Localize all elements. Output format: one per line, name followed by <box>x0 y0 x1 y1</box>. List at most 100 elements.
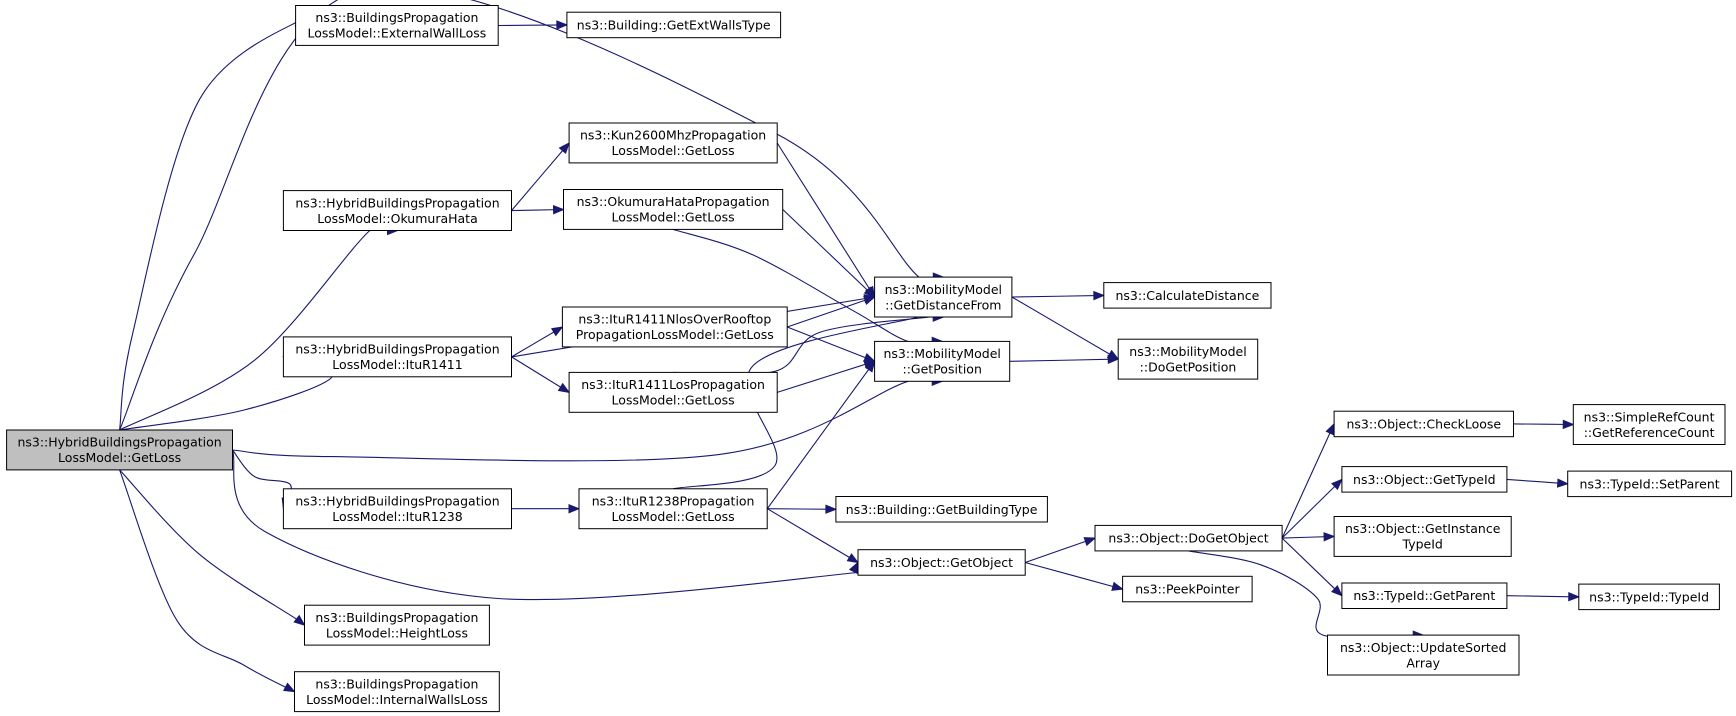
call-edge-okuhybrid-to-okuloss <box>511 204 565 215</box>
node-label-line: ns3::Object::GetInstance <box>1345 521 1501 536</box>
node-root[interactable]: ns3::HybridBuildingsPropagationLossModel… <box>6 429 233 471</box>
node-itunlos[interactable]: ns3::ItuR1411NlosOverRooftopPropagationL… <box>561 306 788 348</box>
call-edge-dogetobject-to-getinstancetypeid <box>1282 532 1336 542</box>
node-box <box>1333 516 1512 557</box>
node-okuloss[interactable]: ns3::OkumuraHataPropagationLossModel::Ge… <box>563 189 784 230</box>
edge-line <box>1281 479 1343 539</box>
call-edge-getdist-to-calcdist <box>1011 290 1106 301</box>
node-label-line: ns3::TypeId::GetParent <box>1353 588 1495 603</box>
call-nodes: ns3::HybridBuildingsPropagationLossModel… <box>6 5 1733 713</box>
node-box <box>294 671 500 713</box>
arrowhead-icon <box>1556 478 1570 488</box>
call-edge-checkloose-to-getrefcount <box>1513 419 1575 430</box>
node-label-line: ns3::Object::GetObject <box>870 555 1013 570</box>
node-itu1238loss[interactable]: ns3::ItuR1238PropagationLossModel::GetLo… <box>578 488 768 530</box>
node-ituhybrid1238[interactable]: ns3::HybridBuildingsPropagationLossModel… <box>282 488 512 530</box>
arrowhead-icon <box>1111 581 1124 591</box>
node-box <box>1578 583 1720 611</box>
arrowhead-icon <box>864 360 876 373</box>
call-edge-okuhybrid-to-kun <box>511 141 570 211</box>
node-label-line: ns3::TypeId::SetParent <box>1580 476 1720 491</box>
arrowhead-icon <box>558 141 570 155</box>
edge-line <box>119 0 944 431</box>
node-box <box>295 5 499 46</box>
node-getrefcount[interactable]: ns3::SimpleRefCount::GetReferenceCount <box>1572 404 1726 446</box>
node-label-line: ns3::Building::GetExtWallsType <box>577 17 771 32</box>
node-extwall[interactable]: ns3::BuildingsPropagationLossModel::Exte… <box>295 5 499 46</box>
node-box <box>563 189 784 230</box>
node-okuhybrid[interactable]: ns3::HybridBuildingsPropagationLossModel… <box>282 190 512 232</box>
arrowhead-icon <box>568 503 581 514</box>
node-peekpointer[interactable]: ns3::PeekPointer <box>1122 575 1253 603</box>
edge-line <box>787 296 875 328</box>
arrowhead-icon <box>550 326 564 337</box>
node-getobject[interactable]: ns3::Object::GetObject <box>857 549 1026 576</box>
arrowhead-icon <box>293 614 306 626</box>
node-getbuildingtype[interactable]: ns3::Building::GetBuildingType <box>835 496 1048 523</box>
node-box <box>1327 634 1520 676</box>
arrowhead-icon <box>1568 591 1581 602</box>
node-label-line: ns3::Kun2600MhzPropagation <box>580 128 766 143</box>
edge-line <box>119 220 398 431</box>
edge-line <box>1011 294 1104 298</box>
node-checkloose[interactable]: ns3::Object::CheckLoose <box>1333 410 1514 438</box>
node-box <box>304 604 490 646</box>
node-box <box>1341 466 1508 493</box>
node-label-line: ns3::ItuR1238Propagation <box>592 494 755 509</box>
node-label-line: ns3::TypeId::TypeId <box>1589 589 1709 604</box>
arrowhead-icon <box>1331 585 1343 597</box>
edge-line <box>119 469 295 693</box>
arrowhead-icon <box>863 295 876 305</box>
node-typeidctor[interactable]: ns3::TypeId::TypeId <box>1578 583 1720 611</box>
node-label-line: TypeId <box>1402 537 1443 552</box>
node-box <box>568 371 778 413</box>
node-gettypeid[interactable]: ns3::Object::GetTypeId <box>1341 466 1508 493</box>
node-itulos[interactable]: ns3::ItuR1411LosPropagationLossModel::Ge… <box>568 371 778 413</box>
node-dogetobject[interactable]: ns3::Object::DoGetObject <box>1094 524 1283 552</box>
node-intwalls[interactable]: ns3::BuildingsPropagationLossModel::Inte… <box>294 671 500 713</box>
arrowhead-icon <box>1093 290 1106 301</box>
arrowhead-icon <box>552 204 565 215</box>
arrowhead-icon <box>556 20 569 30</box>
call-edge-getobject-to-peekpointer <box>1025 561 1124 591</box>
arrowhead-icon <box>557 382 571 394</box>
arrowhead-icon <box>1323 532 1336 542</box>
edge-line <box>1281 537 1343 597</box>
edge-line <box>1025 537 1096 564</box>
call-edge-dogetobject-to-checkloose <box>1281 422 1335 539</box>
node-label-line: LossModel::InternalWallsLoss <box>306 692 488 707</box>
call-edge-root-to-getdist <box>119 0 945 431</box>
node-box <box>1572 404 1726 446</box>
node-getdist[interactable]: ns3::MobilityModel::GetDistanceFrom <box>874 276 1013 318</box>
node-box <box>282 488 512 530</box>
node-label-line: LossModel::ItuR1411 <box>332 357 462 372</box>
node-label-line: ns3::MobilityModel <box>885 282 1002 297</box>
node-heightloss[interactable]: ns3::BuildingsPropagationLossModel::Heig… <box>304 604 490 646</box>
node-ituhybrid1411[interactable]: ns3::HybridBuildingsPropagationLossModel… <box>282 336 512 378</box>
node-label-line: LossModel::GetLoss <box>612 143 735 158</box>
call-edge-ituhybrid1411-to-itunlos <box>511 326 564 358</box>
node-label-line: LossModel::ItuR1238 <box>332 509 462 524</box>
node-box <box>282 336 512 378</box>
call-edge-dogetobject-to-gettypeid <box>1281 478 1343 539</box>
node-box <box>1117 338 1259 380</box>
edge-line <box>1281 423 1335 539</box>
node-getparent[interactable]: ns3::TypeId::GetParent <box>1341 582 1508 609</box>
node-kun[interactable]: ns3::Kun2600MhzPropagationLossModel::Get… <box>568 122 778 164</box>
node-box <box>1122 575 1253 603</box>
node-setparent[interactable]: ns3::TypeId::SetParent <box>1567 470 1733 498</box>
call-edge-dogetobject-to-getparent <box>1281 537 1343 597</box>
node-label-line: ::DoGetPosition <box>1140 359 1237 374</box>
call-edge-root-to-heightloss <box>119 469 309 628</box>
arrowhead-icon <box>1107 354 1120 365</box>
node-label-line: ::GetReferenceCount <box>1584 425 1715 440</box>
node-dogetpos[interactable]: ns3::MobilityModel::DoGetPosition <box>1117 338 1259 380</box>
node-label-line: LossModel::HeightLoss <box>326 625 468 640</box>
node-label-line: Array <box>1406 655 1440 670</box>
node-getpos[interactable]: ns3::MobilityModel::GetPosition <box>874 340 1011 382</box>
node-calcdist[interactable]: ns3::CalculateDistance <box>1103 282 1272 309</box>
node-getextwalls[interactable]: ns3::Building::GetExtWallsType <box>566 11 782 39</box>
node-label-line: ns3::MobilityModel <box>1129 344 1246 359</box>
